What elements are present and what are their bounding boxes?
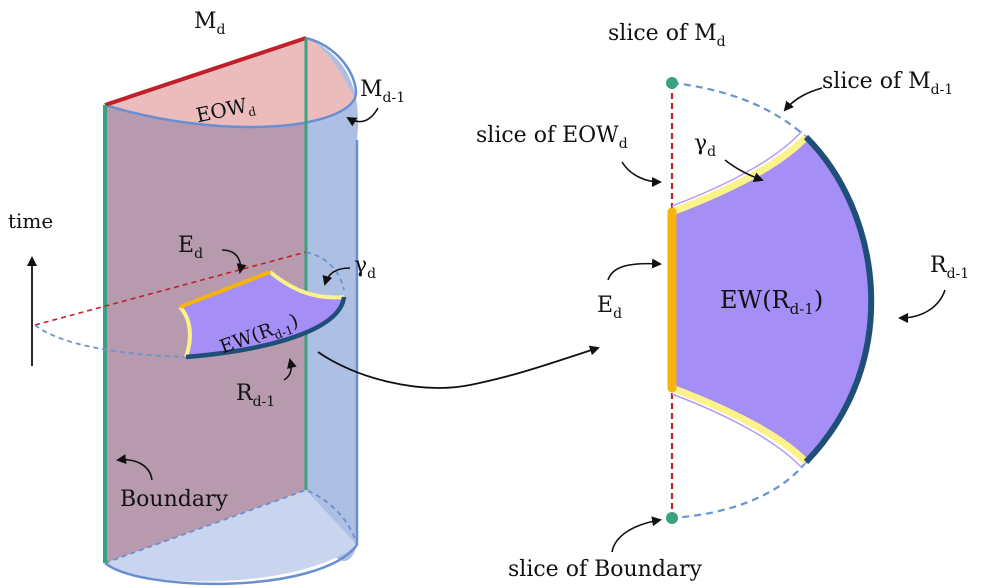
arrow-gamma-left — [322, 267, 351, 286]
md1-dashed-arc-top — [671, 81, 807, 138]
gamma-purple-edge-bottom — [671, 393, 803, 469]
cylinder-bottom-hidden — [104, 489, 358, 564]
eow-red-edge — [104, 36, 307, 107]
label-gamma-right: γd — [694, 131, 716, 160]
label-slice-eow: slice of EOWd — [476, 123, 628, 152]
cylinder-top-arc — [104, 36, 358, 129]
r-navy-left — [185, 296, 347, 360]
arrow-gamma-right — [724, 159, 764, 183]
right-labels: slice of Md slice of Md-1 slice of EOWd … — [476, 21, 969, 582]
slice-red-dashed — [34, 251, 307, 326]
label-rd1-left: Rd-1 — [236, 381, 275, 410]
cylinder-slice — [34, 251, 347, 360]
slice-blue-dashed-right — [305, 251, 345, 291]
gamma-purple-edge-top — [671, 130, 803, 207]
label-slice-md1: slice of Md-1 — [822, 69, 953, 98]
arrow-md1-left — [346, 107, 379, 127]
label-md-top: Md — [194, 9, 226, 38]
arrow-slice-boundary — [611, 516, 662, 553]
label-ed-left: Ed — [178, 233, 203, 262]
label-slice-boundary: slice of Boundary — [508, 557, 703, 582]
label-gamma-left: γd — [354, 253, 376, 282]
label-ew-right: EW(Rd-1) — [720, 286, 823, 318]
label-rd1-right: Rd-1 — [930, 253, 969, 282]
arrow-ed-right — [607, 258, 662, 281]
r-navy-right — [803, 134, 875, 465]
gamma-yellow-left-1 — [178, 305, 192, 358]
arrow-boundary — [116, 454, 153, 481]
gamma-yellow-right-top — [670, 134, 809, 216]
arrow-slice-eow — [621, 161, 662, 187]
cylinder-bottom-arc — [104, 544, 359, 586]
dot-bottom — [666, 512, 678, 524]
md1-dashed-arc-bottom — [671, 461, 807, 520]
connector-arrow — [317, 345, 600, 389]
slice-figure — [666, 77, 875, 524]
label-boundary: Boundary — [120, 487, 228, 512]
gamma-yellow-right-bottom — [670, 384, 809, 465]
ew-region-right — [672, 137, 872, 462]
e-orange-left — [179, 270, 271, 309]
cylinder-bottom-disc — [105, 490, 357, 582]
label-md1-left: Md-1 — [360, 77, 405, 106]
label-slice-md: slice of Md — [608, 21, 726, 50]
gamma-yellow-left-2 — [268, 270, 345, 300]
label-time: time — [8, 209, 53, 233]
arrow-ed-left — [221, 249, 247, 274]
eow-top-region — [105, 38, 355, 128]
arrow-rd1-left — [283, 358, 297, 381]
arrow-rd1-right — [898, 289, 946, 323]
label-ed-right: Ed — [597, 293, 622, 322]
arrow-slice-md1 — [783, 87, 823, 112]
dot-top — [666, 77, 678, 89]
slice-blue-dashed-left — [34, 324, 187, 358]
